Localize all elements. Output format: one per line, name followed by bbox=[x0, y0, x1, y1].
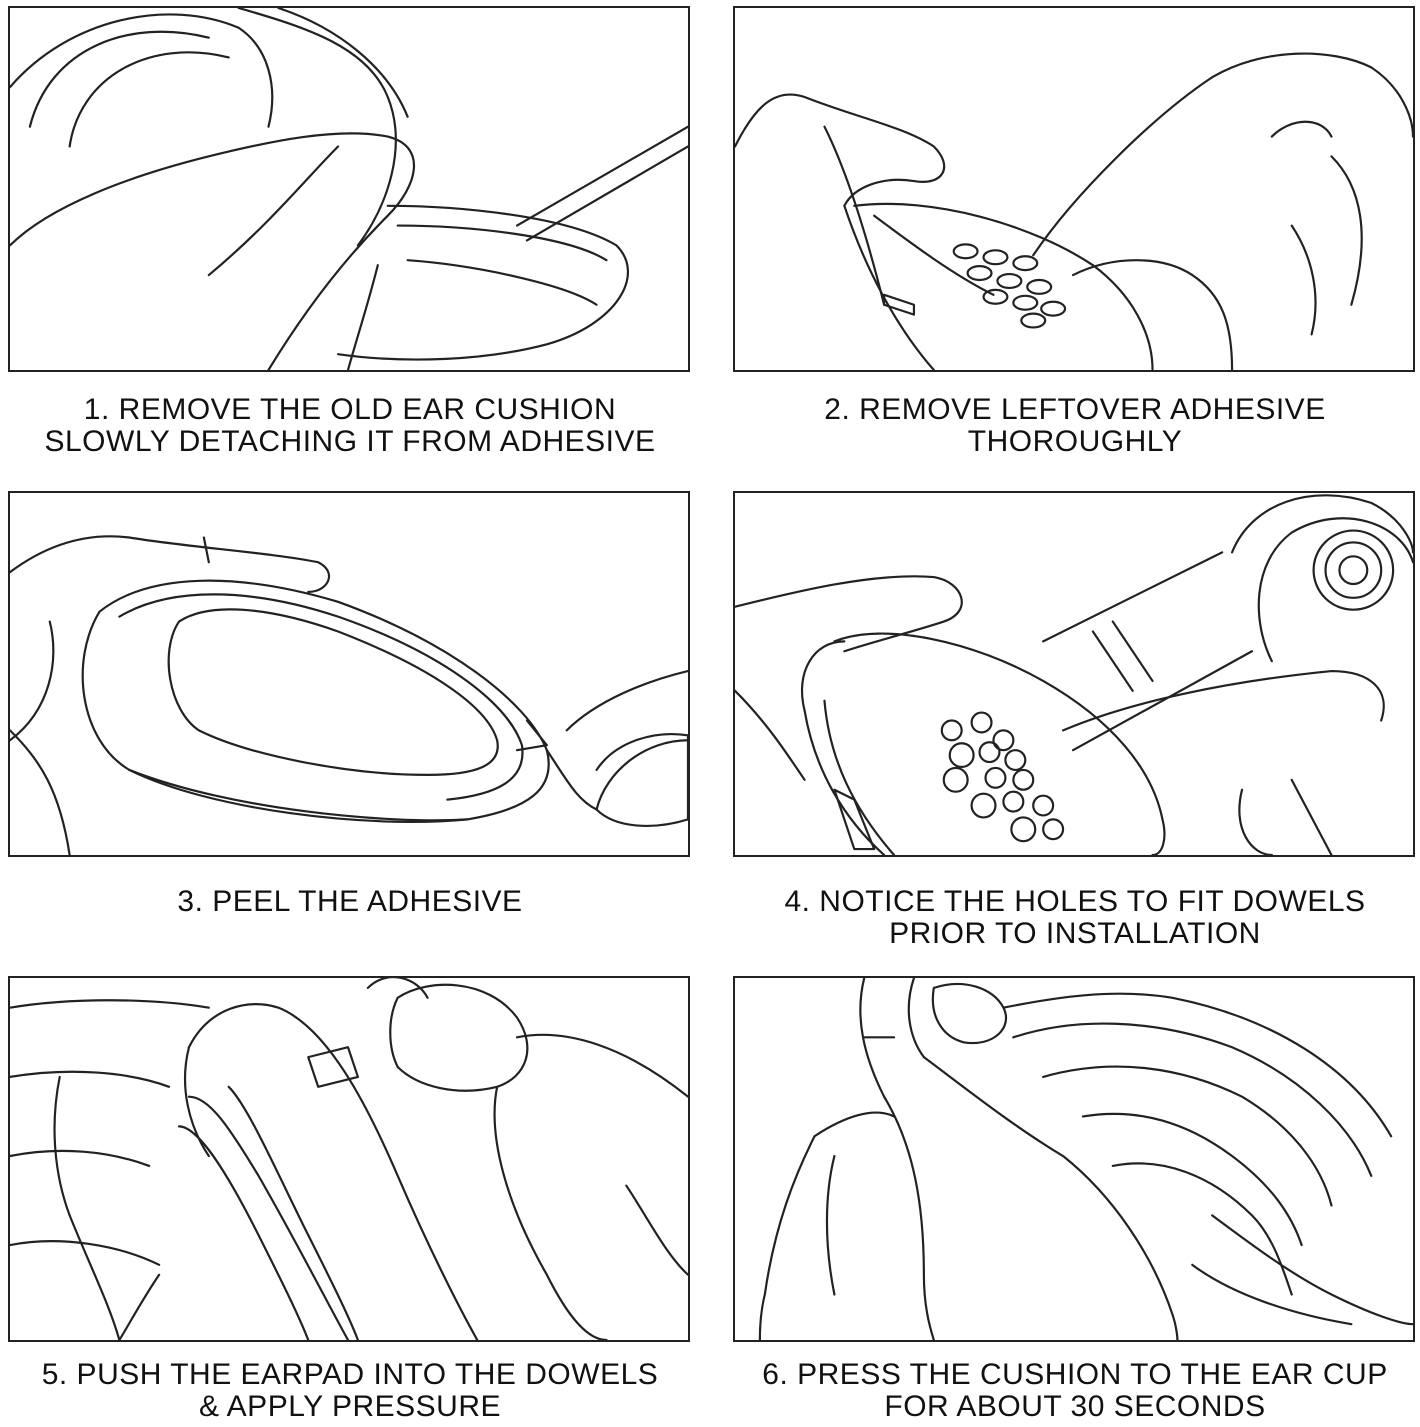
step-2-illustration bbox=[733, 6, 1415, 372]
step-6-illustration bbox=[733, 976, 1415, 1342]
step-1-illustration bbox=[8, 6, 690, 372]
step-4-caption: 4. NOTICE THE HOLES TO FIT DOWELS PRIOR … bbox=[725, 886, 1420, 950]
step-6-caption: 6. PRESS THE CUSHION TO THE EAR CUP FOR … bbox=[725, 1359, 1420, 1423]
step-4-illustration bbox=[733, 491, 1415, 857]
step-1-caption-line-1: 1. REMOVE THE OLD EAR CUSHION bbox=[83, 393, 617, 426]
step-3-caption: 3. PEEL THE ADHESIVE bbox=[0, 886, 700, 918]
step-5-caption-line-1: 5. PUSH THE EARPAD INTO THE DOWELS bbox=[41, 1358, 659, 1391]
step-4-caption-line-2: PRIOR TO INSTALLATION bbox=[889, 917, 1261, 950]
step-6-caption-line-1: 6. PRESS THE CUSHION TO THE EAR CUP bbox=[762, 1358, 1388, 1391]
step-3-caption-line-1: 3. PEEL THE ADHESIVE bbox=[177, 885, 523, 918]
step-5-illustration bbox=[8, 976, 690, 1342]
step-4-caption-line-1: 4. NOTICE THE HOLES TO FIT DOWELS bbox=[784, 885, 1366, 918]
step-6-caption-line-2: FOR ABOUT 30 SECONDS bbox=[884, 1390, 1266, 1423]
step-2-caption: 2. REMOVE LEFTOVER ADHESIVE THOROUGHLY bbox=[725, 394, 1420, 458]
step-1-caption: 1. REMOVE THE OLD EAR CUSHION SLOWLY DET… bbox=[0, 394, 700, 458]
step-1-caption-line-2: SLOWLY DETACHING IT FROM ADHESIVE bbox=[44, 425, 656, 458]
step-3-illustration bbox=[8, 491, 690, 857]
step-5-caption-line-2: & APPLY PRESSURE bbox=[198, 1390, 502, 1423]
step-5-caption: 5. PUSH THE EARPAD INTO THE DOWELS & APP… bbox=[0, 1359, 700, 1423]
step-2-caption-line-2: THOROUGHLY bbox=[967, 425, 1183, 458]
step-2-caption-line-1: 2. REMOVE LEFTOVER ADHESIVE bbox=[824, 393, 1326, 426]
